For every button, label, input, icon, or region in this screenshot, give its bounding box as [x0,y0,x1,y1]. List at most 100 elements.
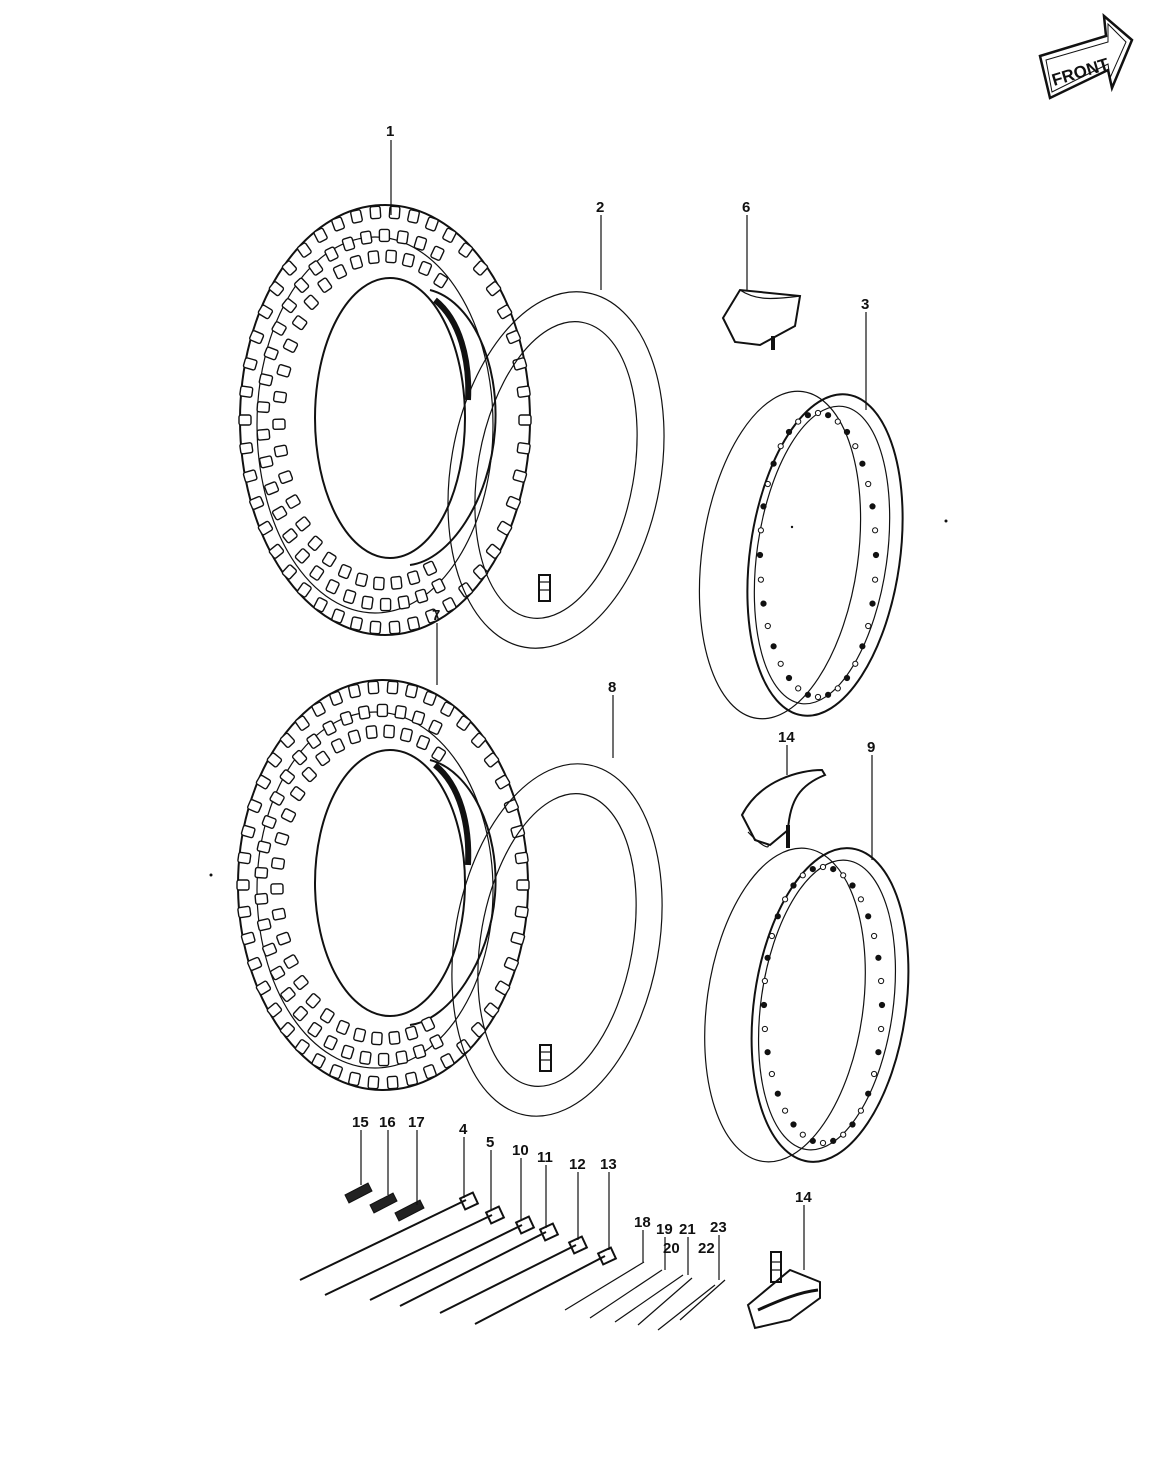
spoke-hole [875,954,882,961]
spokes [299,1191,618,1325]
tread-block [290,786,306,802]
tread-block [340,1044,355,1060]
tread-block [442,597,457,613]
callout-13: 13 [600,1156,617,1173]
callout-3: 3 [861,296,869,313]
tread-block [308,260,324,276]
callout-11: 11 [537,1149,553,1166]
spoke-hole [865,480,872,488]
rear-tire-tread-blocks [236,680,530,1090]
tread-block [280,986,296,1003]
spoke-hole [857,896,865,903]
front-rim [698,390,904,720]
tread-block [342,589,357,605]
tread-block [411,710,426,726]
tread-block [483,752,500,768]
tread-block [271,321,287,336]
tread-block [367,250,380,265]
tread-block [512,469,528,483]
tread-block [470,732,487,748]
tread-block [237,905,252,919]
tread-block [263,346,279,361]
tread-block [329,690,343,706]
spoke-hole [760,503,767,510]
tread-block [390,575,403,590]
tread-block [256,840,272,854]
spoke-hole [872,527,879,534]
spoke-hole [809,1137,816,1145]
tread-block [254,866,269,879]
spoke-hole [857,1107,865,1114]
spoke-hole [809,866,816,873]
tread-block [315,750,331,767]
spoke-hole [871,1070,878,1078]
spoke-hole [757,527,765,534]
spoke-hole [852,443,859,450]
spoke-hole [825,691,832,698]
tread-block [407,209,420,224]
tread-block [325,579,340,595]
tread-block [268,543,285,559]
tread-block [396,230,409,245]
tread-block [272,390,288,404]
callout-6: 6 [742,199,750,216]
tread-block [279,1022,296,1038]
front-tire [238,204,532,636]
spoke-hole [830,866,837,873]
tread-block [388,205,401,220]
tread-block [483,1002,500,1018]
tread-block [377,1052,390,1067]
spoke-hole [774,1090,781,1097]
tread-block [456,715,472,731]
tread-block [518,414,532,426]
tread-block [516,879,530,891]
spoke-hole [869,600,876,607]
tread-block [276,364,292,378]
tread-block [496,304,513,320]
callout-21: 21 [679,1221,696,1238]
tread-block [301,766,317,783]
tread-block [272,418,286,430]
tread-block [372,576,385,591]
tread-block [383,724,396,739]
spoke-hole [814,693,822,701]
spoke-hole [843,674,851,682]
spoke-hole [756,551,764,559]
tread-block [294,1039,310,1055]
spoke-hole [764,954,771,961]
front-inner-tube [447,291,665,649]
tread-block [281,564,298,580]
spoke-hole [782,1107,789,1114]
leader-lines [360,140,873,1280]
tread-block [379,597,392,612]
spoke-hole [865,1090,872,1097]
tread-block [420,1016,436,1032]
tread-block [329,1064,343,1080]
tread-block [254,892,269,905]
tread-block [295,516,311,532]
rim-lock-rear [740,768,827,848]
tread-block [425,216,439,232]
tread-block [516,442,531,455]
spoke-hole [865,622,872,630]
tread-block [395,1050,409,1065]
tread-block [440,701,455,717]
callout-22: 22 [698,1240,715,1257]
tread-block [305,993,321,1009]
callout-2: 2 [596,199,604,216]
tread-block [405,683,418,699]
tread-block [376,703,389,718]
tread-block [413,235,428,251]
tread-block [428,719,443,735]
tread-block [505,495,521,510]
tread-block [311,701,326,717]
tread-block [353,1027,367,1043]
spoke-hole [865,913,872,920]
callout-labels: 1 2 3 6 7 8 14 9 15 16 17 4 5 10 11 12 1… [352,123,875,1257]
callout-18: 18 [634,1214,651,1231]
tread-block [283,954,299,969]
spoke-hole [843,428,851,436]
tread-block [359,1050,372,1065]
tread-block [440,1053,455,1069]
callout-9: 9 [867,739,875,756]
